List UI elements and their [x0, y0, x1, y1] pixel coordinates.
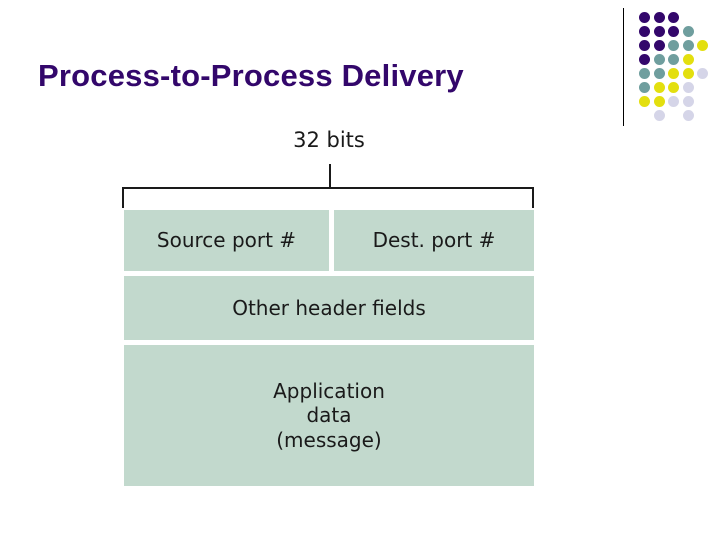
table-row: Source port # Dest. port # — [124, 210, 534, 271]
application-data-cell: Application data (message) — [124, 345, 534, 486]
decorative-dot — [639, 96, 650, 107]
decorative-dot — [668, 40, 679, 51]
decorative-dot — [639, 40, 650, 51]
decorative-dot — [653, 68, 665, 79]
source-port-cell: Source port # — [124, 210, 329, 271]
cell-divider — [329, 210, 334, 271]
decorative-dot — [682, 54, 694, 65]
decorative-dot — [682, 96, 694, 107]
decorative-vertical-rule — [623, 8, 624, 126]
decorative-dot — [668, 96, 679, 107]
decorative-dot — [668, 54, 679, 65]
decorative-dot — [653, 54, 665, 65]
decorative-dot — [639, 68, 650, 79]
decorative-dot — [639, 82, 650, 93]
decorative-dot — [668, 26, 679, 37]
decorative-dot — [682, 40, 694, 51]
decorative-dot — [682, 110, 694, 121]
decorative-dot — [682, 82, 694, 93]
decorative-dot — [653, 12, 665, 23]
decorative-dot — [653, 110, 665, 121]
decorative-dot — [668, 82, 679, 93]
table-row: Application data (message) — [124, 345, 534, 486]
other-header-fields-cell: Other header fields — [124, 276, 534, 340]
decorative-dot — [639, 12, 650, 23]
bit-width-tick — [329, 164, 331, 188]
table-row: Other header fields — [124, 276, 534, 340]
decorative-dot — [697, 68, 708, 79]
bit-width-label: 32 bits — [293, 128, 365, 152]
bit-width-bracket — [122, 187, 534, 208]
decorative-dot — [653, 82, 665, 93]
application-data-line-1: Application — [273, 378, 385, 403]
decorative-dot — [668, 12, 679, 23]
segment-diagram: Source port # Dest. port # Other header … — [124, 210, 534, 491]
decorative-dot — [653, 96, 665, 107]
decorative-dot — [682, 26, 694, 37]
decorative-dot — [668, 68, 679, 79]
application-data-line-3: (message) — [276, 427, 382, 452]
decorative-dot — [682, 68, 694, 79]
decorative-dot-grid — [639, 12, 717, 124]
decorative-dot — [639, 54, 650, 65]
application-data-line-2: data — [306, 403, 352, 428]
dest-port-cell: Dest. port # — [334, 210, 534, 271]
decorative-dot — [653, 40, 665, 51]
decorative-dot — [639, 26, 650, 37]
page-title: Process-to-Process Delivery — [38, 58, 464, 93]
decorative-dot — [697, 40, 708, 51]
decorative-dot — [653, 26, 665, 37]
